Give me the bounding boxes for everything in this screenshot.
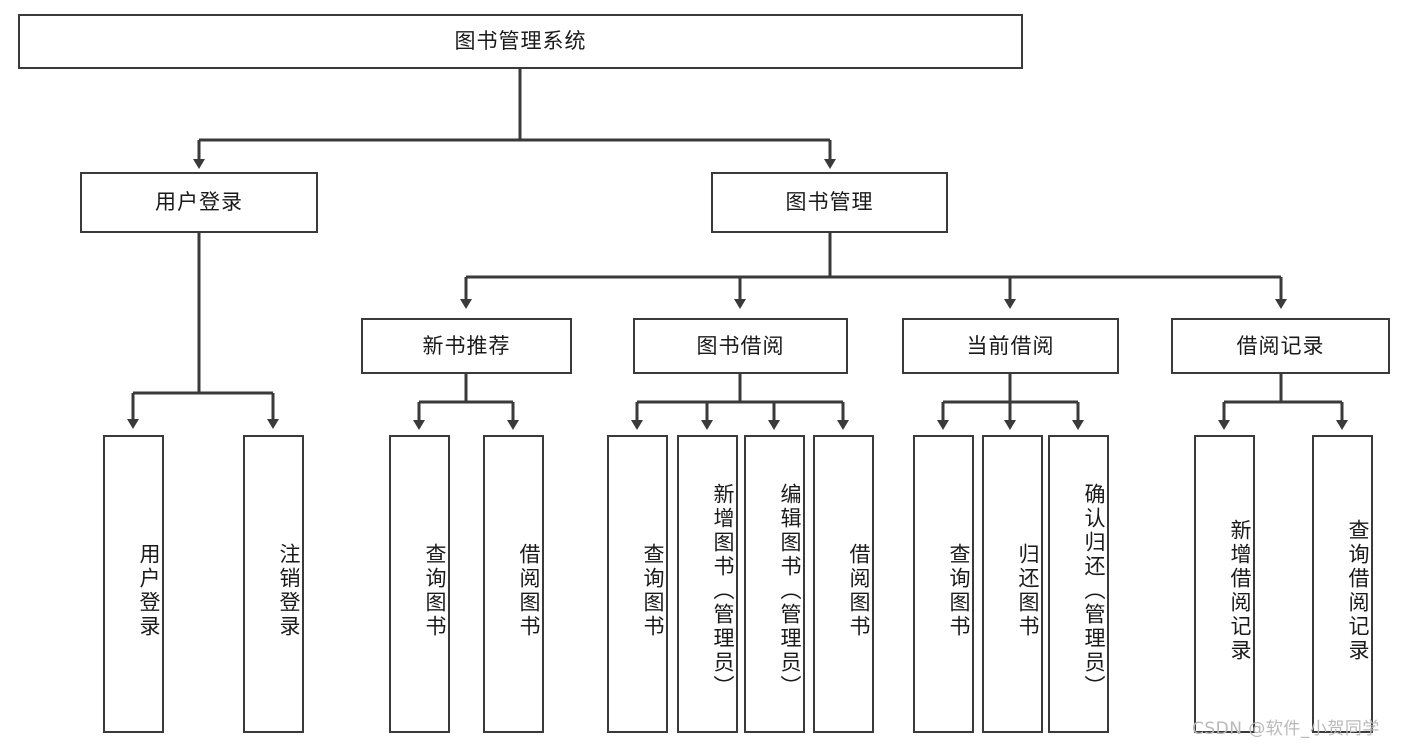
- node-label: 新书推荐: [422, 333, 511, 358]
- node-label: 归还图书: [1016, 543, 1040, 639]
- node-label: 查询图书: [423, 543, 447, 639]
- node-label: 确认归还（管理员）: [1082, 483, 1106, 699]
- node-label: 查询图书: [947, 543, 971, 639]
- node-label: 借阅图书: [847, 543, 871, 639]
- node-current-borrow[interactable]: 当前借阅: [902, 318, 1119, 374]
- leaf-new-book-query[interactable]: 查询图书: [389, 435, 450, 733]
- node-label: 当前借阅: [966, 333, 1055, 358]
- node-label: 用户登录: [155, 190, 243, 215]
- node-label: 图书管理系统: [454, 29, 587, 54]
- leaf-new-book-borrow[interactable]: 借阅图书: [483, 435, 544, 733]
- leaf-book-borrow-query[interactable]: 查询图书: [607, 435, 668, 733]
- node-label: 借阅记录: [1236, 333, 1325, 358]
- node-label: 图书管理: [785, 190, 874, 215]
- leaf-book-borrow-borrow[interactable]: 借阅图书: [813, 435, 874, 733]
- node-label: 查询图书: [641, 543, 665, 639]
- node-label: 新增借阅记录: [1228, 519, 1252, 663]
- leaf-borrow-record-add[interactable]: 新增借阅记录: [1194, 435, 1255, 733]
- node-root-book-management-system[interactable]: 图书管理系统: [18, 14, 1023, 69]
- leaf-book-borrow-edit[interactable]: 编辑图书（管理员）: [744, 435, 805, 733]
- node-book-management[interactable]: 图书管理: [711, 172, 948, 233]
- leaf-current-borrow-query[interactable]: 查询图书: [913, 435, 974, 733]
- node-label: 新增图书（管理员）: [711, 483, 735, 699]
- node-label: 图书借阅: [696, 333, 785, 358]
- node-label: 查询借阅记录: [1346, 519, 1370, 663]
- leaf-current-borrow-return[interactable]: 归还图书: [982, 435, 1043, 733]
- leaf-user-login-logout[interactable]: 注销登录: [243, 435, 304, 733]
- node-borrow-record[interactable]: 借阅记录: [1171, 318, 1390, 374]
- node-label: 编辑图书（管理员）: [778, 483, 802, 699]
- node-label: 注销登录: [277, 543, 301, 639]
- leaf-current-borrow-confirm-return[interactable]: 确认归还（管理员）: [1048, 435, 1109, 733]
- node-label: 借阅图书: [517, 543, 541, 639]
- leaf-borrow-record-query[interactable]: 查询借阅记录: [1312, 435, 1373, 733]
- leaf-book-borrow-add[interactable]: 新增图书（管理员）: [677, 435, 738, 733]
- node-label: 用户登录: [137, 543, 161, 639]
- watermark: CSDN @软件_小贺同学: [1192, 719, 1380, 739]
- leaf-user-login-login[interactable]: 用户登录: [103, 435, 164, 733]
- node-user-login[interactable]: 用户登录: [80, 172, 318, 233]
- node-book-borrow[interactable]: 图书借阅: [633, 318, 848, 374]
- node-new-book-recommend[interactable]: 新书推荐: [361, 318, 572, 374]
